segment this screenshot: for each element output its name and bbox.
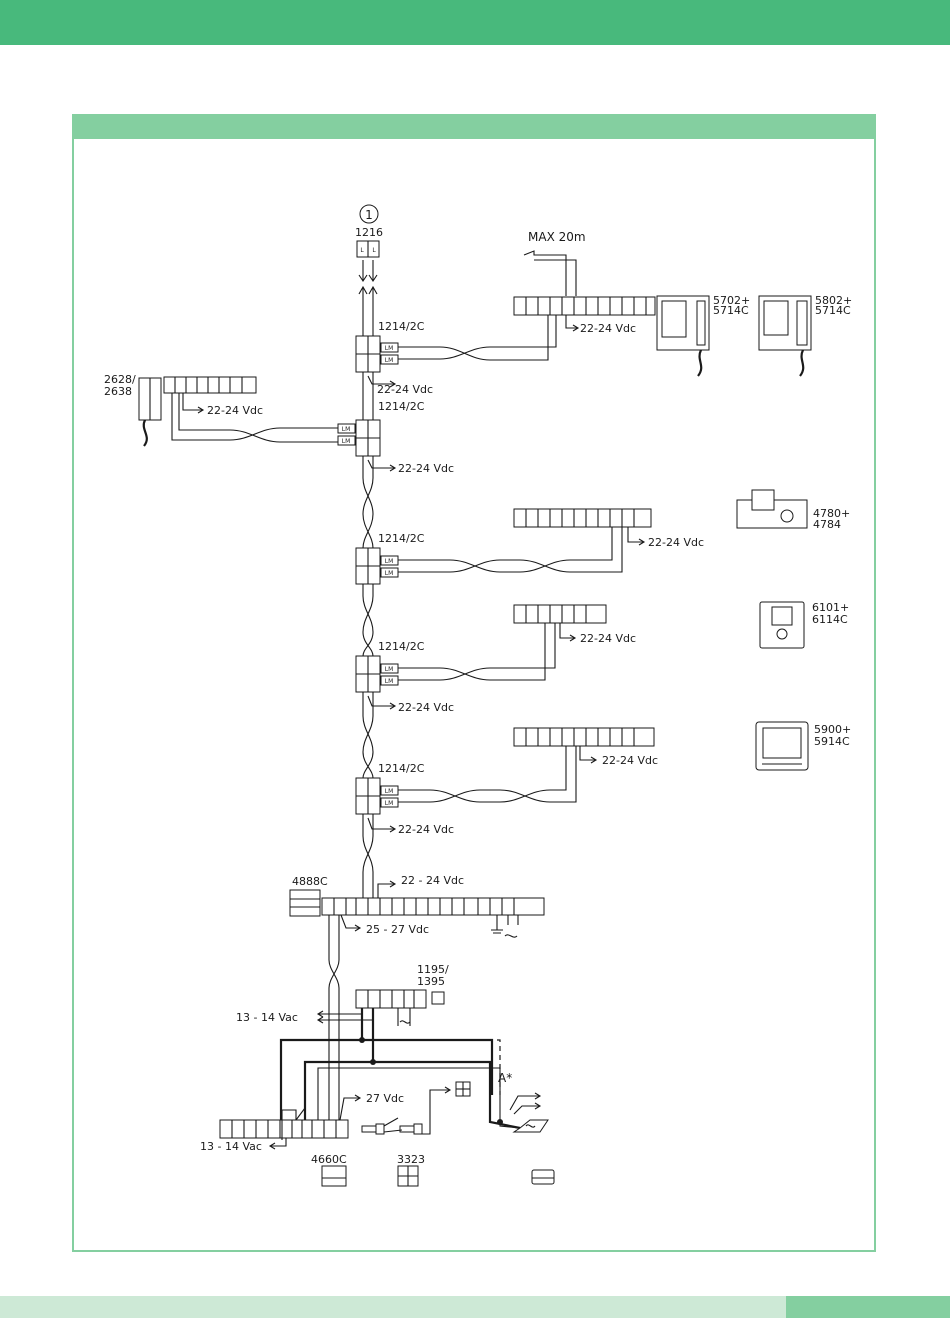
v-label-ac-top: 13 - 14 Vac xyxy=(236,1011,298,1024)
terminal-block-5900 xyxy=(513,727,655,747)
diagram-panel xyxy=(72,114,876,1252)
distributor-5-label: 1214/2C xyxy=(378,762,425,775)
panel-header-band xyxy=(74,116,874,139)
keypad-label: 3323 xyxy=(397,1153,425,1166)
v-label-2: 22-24 Vdc xyxy=(398,462,454,475)
v-label-ac-bottom: 13 - 14 Vac xyxy=(200,1140,262,1153)
terminal-block-4780 xyxy=(513,508,652,528)
transformer-line1: 1195/ xyxy=(417,963,449,976)
handset-2628-line1: 2628/ xyxy=(104,373,136,386)
monitor-5900-line2: 5914C xyxy=(814,735,850,748)
monitor-5702-line2: 5714C xyxy=(713,304,749,317)
svg-text:LM: LM xyxy=(385,558,394,565)
monitor-5900-line1: 5900+ xyxy=(814,723,851,736)
power-unit-icon xyxy=(289,889,321,917)
power-unit-label: 4888C xyxy=(292,875,328,888)
module-1216-label: 1216 xyxy=(355,226,383,239)
terminal-block-6101 xyxy=(513,604,607,624)
monitor-5802-line1: 5802+ xyxy=(815,294,852,307)
monitor-4780-line1: 4780+ xyxy=(813,507,850,520)
footer-bar xyxy=(0,1296,786,1318)
v-label-27: 27 Vdc xyxy=(366,1092,404,1105)
svg-text:LM: LM xyxy=(342,426,351,433)
transformer-line2: 1395 xyxy=(417,975,445,988)
v-label-5: 22-24 Vdc xyxy=(398,823,454,836)
svg-text:LM: LM xyxy=(385,570,394,577)
entry-panel-icon xyxy=(321,1165,347,1187)
monitor-6101-line1: 6101+ xyxy=(812,601,849,614)
v-label-power-out: 22 - 24 Vdc xyxy=(401,874,464,887)
power-unit-terminals xyxy=(321,897,545,916)
transformer-icon xyxy=(431,991,445,1005)
entry-panel-terminals xyxy=(219,1119,349,1139)
lock-device-icon xyxy=(531,1169,555,1185)
terminal-block-5702 xyxy=(513,296,656,316)
circle-marker xyxy=(359,204,379,224)
svg-text:LM: LM xyxy=(342,438,351,445)
v-label-4780: 22-24 Vdc xyxy=(648,536,704,549)
max-distance-label: MAX 20m xyxy=(528,230,586,244)
svg-text:LM: LM xyxy=(385,357,394,364)
footer-page-tab xyxy=(786,1296,950,1318)
transformer-terminals xyxy=(355,989,427,1009)
v-label-5702: 22-24 Vdc xyxy=(580,322,636,335)
v-label-2628: 22-24 Vdc xyxy=(207,404,263,417)
svg-text:LM: LM xyxy=(385,678,394,685)
distributor-2-label: 1214/2C xyxy=(378,400,425,413)
handset-2628-line2: 2638 xyxy=(104,385,132,398)
svg-text:LM: LM xyxy=(385,666,394,673)
v-label-5900: 22-24 Vdc xyxy=(602,754,658,767)
terminal-block-2628 xyxy=(163,376,257,394)
svg-text:L: L xyxy=(360,247,364,254)
svg-text:L: L xyxy=(372,247,376,254)
v-label-power-in: 25 - 27 Vdc xyxy=(366,923,429,936)
note-star-label: A* xyxy=(498,1071,512,1085)
monitor-6101-line2: 6114C xyxy=(812,613,848,626)
monitor-5802-line2: 5714C xyxy=(815,304,851,317)
svg-text:LM: LM xyxy=(385,788,394,795)
svg-text:LM: LM xyxy=(385,800,394,807)
distributor-1-label: 1214/2C xyxy=(378,320,425,333)
v-label-4: 22-24 Vdc xyxy=(398,701,454,714)
entry-panel-label: 4660C xyxy=(311,1153,347,1166)
svg-text:LM: LM xyxy=(385,345,394,352)
monitor-4780-line2: 4784 xyxy=(813,518,841,531)
monitor-5702-line1: 5702+ xyxy=(713,294,750,307)
header-bar xyxy=(0,0,950,45)
distributor-3-label: 1214/2C xyxy=(378,532,425,545)
distributor-4-label: 1214/2C xyxy=(378,640,425,653)
circle-number: 1 xyxy=(365,208,373,222)
v-label-1: 22-24 Vdc xyxy=(377,383,433,396)
v-label-6101: 22-24 Vdc xyxy=(580,632,636,645)
